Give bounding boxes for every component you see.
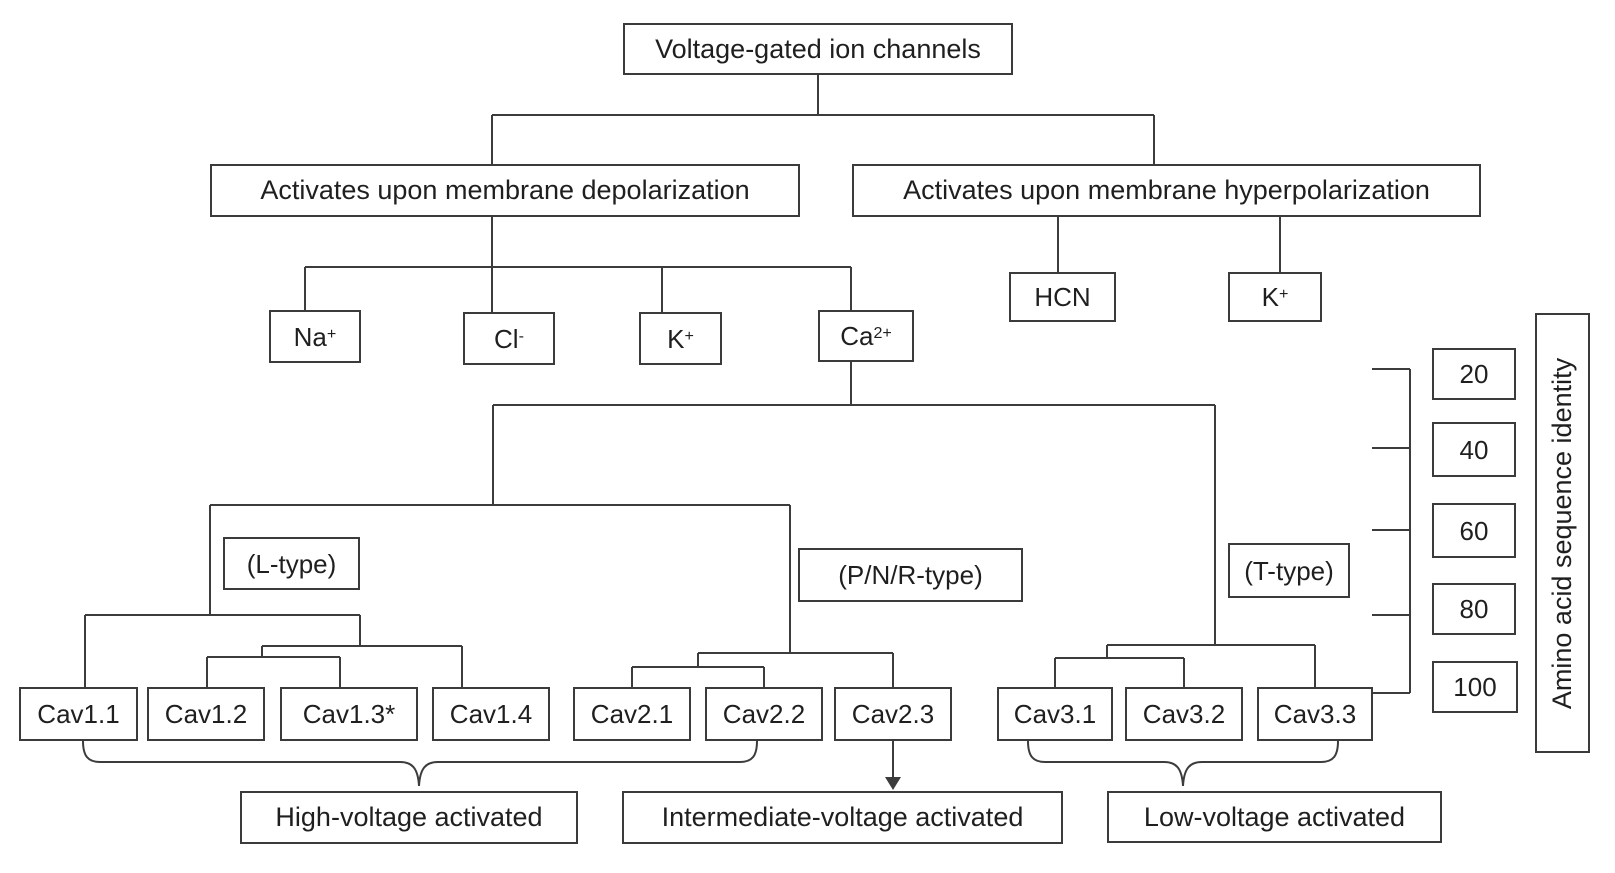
label-pnr-type-text: (P/N/R-type) <box>838 560 983 590</box>
node-depolarization: Activates upon membrane depolarization <box>210 164 800 217</box>
node-sodium: Na+ <box>269 310 361 363</box>
scale-tick-20: 20 <box>1432 348 1516 400</box>
scale-axis-label-text: Amino acid sequence identity <box>1547 357 1577 709</box>
scale-tick-100: 100 <box>1432 661 1518 713</box>
node-hcn-label: HCN <box>1034 282 1091 312</box>
node-cav1-3: Cav1.3* <box>280 687 418 741</box>
scale-tick-60-text: 60 <box>1459 515 1489 546</box>
node-cav3-3-label: Cav3.3 <box>1273 699 1357 729</box>
node-hyperpolarization-label: Activates upon membrane hyperpolarizatio… <box>903 175 1430 205</box>
node-cav2-1-label: Cav2.1 <box>590 699 674 729</box>
node-chloride: Cl- <box>463 312 555 365</box>
scale-tick-40-text: 40 <box>1459 434 1489 465</box>
node-cav2-2: Cav2.2 <box>705 687 823 741</box>
node-depolarization-label: Activates upon membrane depolarization <box>260 175 750 205</box>
label-high-voltage: High-voltage activated <box>240 791 578 844</box>
tree-connectors <box>84 75 1316 687</box>
node-potassium-hyper: K+ <box>1228 272 1322 322</box>
node-cav1-1-label: Cav1.1 <box>37 699 120 729</box>
label-high-voltage-text: High-voltage activated <box>275 802 543 832</box>
intermediate-voltage-arrow <box>885 741 901 790</box>
label-low-voltage: Low-voltage activated <box>1107 791 1442 843</box>
node-hyperpolarization: Activates upon membrane hyperpolarizatio… <box>852 164 1481 217</box>
node-root-label: Voltage-gated ion channels <box>655 33 981 64</box>
label-l-type-text: (L-type) <box>246 548 337 579</box>
scale-tick-20-text: 20 <box>1459 359 1489 389</box>
scale-tick-80-text: 80 <box>1459 594 1489 624</box>
node-cav3-1: Cav3.1 <box>997 687 1113 741</box>
identity-scale-lines <box>1372 368 1411 694</box>
label-t-type-text: (T-type) <box>1244 555 1334 586</box>
node-cav1-1: Cav1.1 <box>19 687 138 741</box>
node-potassium-hyper-label: K <box>1261 282 1279 312</box>
node-cav2-3-label: Cav2.3 <box>851 699 935 729</box>
node-cav1-4-label: Cav1.4 <box>449 699 533 729</box>
scale-tick-100-text: 100 <box>1453 672 1497 702</box>
label-intermediate-voltage: Intermediate-voltage activated <box>622 791 1063 844</box>
node-cav3-2: Cav3.2 <box>1125 687 1243 741</box>
node-cav1-2: Cav1.2 <box>147 687 265 741</box>
node-potassium-depol-label: K <box>667 323 685 354</box>
node-cav2-2-label: Cav2.2 <box>722 699 806 729</box>
low-voltage-brace <box>1027 740 1339 787</box>
high-voltage-brace <box>82 740 758 787</box>
scale-tick-60: 60 <box>1432 503 1516 558</box>
label-l-type: (L-type) <box>223 537 360 590</box>
node-cav2-1: Cav2.1 <box>573 687 691 741</box>
node-cav1-3-label: Cav1.3* <box>302 699 396 729</box>
node-cav3-1-label: Cav3.1 <box>1013 699 1097 729</box>
node-calcium-label: Ca <box>840 321 874 351</box>
scale-tick-40: 40 <box>1432 422 1516 477</box>
node-cav1-2-label: Cav1.2 <box>164 699 248 729</box>
scale-axis-label-box: Amino acid sequence identity <box>1535 313 1590 753</box>
label-t-type: (T-type) <box>1228 543 1350 598</box>
node-cav1-4: Cav1.4 <box>432 687 550 741</box>
node-hcn: HCN <box>1009 272 1116 322</box>
scale-tick-80: 80 <box>1432 583 1516 635</box>
node-potassium-depol: K+ <box>639 312 722 365</box>
label-pnr-type: (P/N/R-type) <box>798 548 1023 602</box>
node-sodium-label: Na <box>293 321 327 352</box>
node-chloride-label: Cl <box>494 323 519 354</box>
node-cav2-3: Cav2.3 <box>834 687 952 741</box>
node-cav3-2-label: Cav3.2 <box>1142 699 1226 729</box>
label-low-voltage-text: Low-voltage activated <box>1143 801 1406 832</box>
node-root: Voltage-gated ion channels <box>623 23 1013 75</box>
node-cav3-3: Cav3.3 <box>1257 687 1373 741</box>
label-intermediate-voltage-text: Intermediate-voltage activated <box>661 802 1024 832</box>
